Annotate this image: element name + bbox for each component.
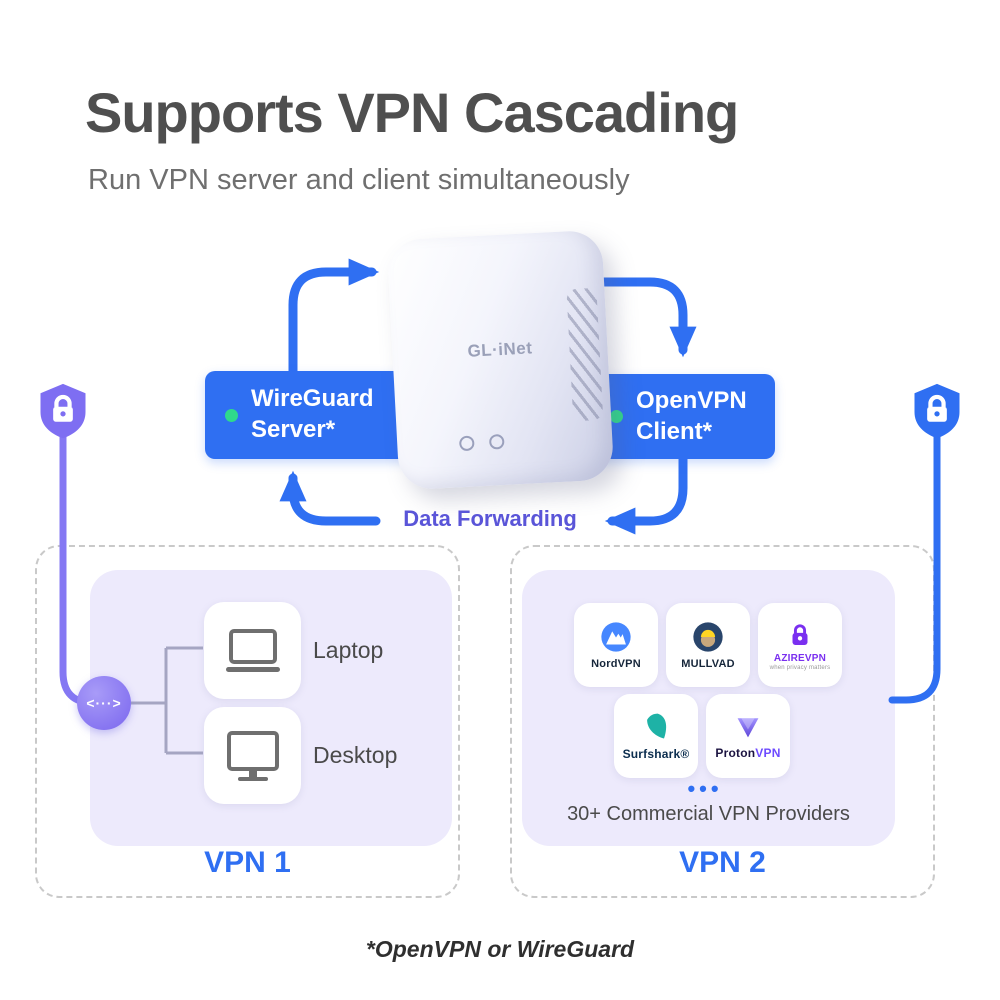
lan-hub-icon: <···>	[77, 676, 131, 730]
nordvpn-logo-icon	[601, 622, 631, 652]
provider-tile-protonvpn: ProtonVPN	[706, 694, 790, 778]
laptop-icon	[225, 629, 280, 672]
provider-name: ProtonVPN	[715, 746, 781, 760]
desktop-label: Desktop	[313, 742, 398, 768]
laptop-label: Laptop	[313, 637, 384, 663]
footnote: *OpenVPN or WireGuard	[365, 936, 635, 962]
shield-lock-purple-icon	[40, 383, 86, 439]
wireguard-server-banner: WireGuard Server*	[205, 371, 422, 459]
desktop-tile	[204, 707, 301, 804]
arrow-forwarding-to-server	[279, 470, 381, 526]
arrow-client-to-forwarding	[604, 454, 688, 535]
azirevpn-logo-icon	[792, 623, 808, 645]
desktop-icon	[226, 730, 279, 781]
wireguard-server-label: WireGuard Server*	[251, 385, 374, 443]
page-subtitle: Run VPN server and client simultaneously	[88, 164, 630, 196]
wire-shield-to-vpn1	[59, 430, 106, 707]
provider-tagline: when privacy matters	[769, 664, 831, 671]
openvpn-client-banner: OpenVPN Client*	[586, 374, 775, 459]
provider-tile-nordvpn: NordVPN	[574, 603, 658, 687]
lan-hub-glyph: <···>	[86, 695, 122, 711]
wire-shield-to-vpn2	[888, 430, 941, 704]
surfshark-logo-icon	[647, 713, 667, 739]
status-dot-icon	[610, 410, 623, 423]
more-providers-dots: •••	[687, 776, 723, 801]
provider-tile-mullvad: MULLVAD	[666, 603, 750, 687]
laptop-tile	[204, 602, 301, 699]
arrow-device-to-client	[592, 277, 697, 358]
status-dot-icon	[225, 408, 238, 422]
page-title: Supports VPN Cascading	[85, 81, 739, 144]
openvpn-client-label: OpenVPN Client*	[636, 386, 747, 445]
device-leds	[458, 433, 505, 452]
provider-name: Surfshark®	[622, 747, 690, 761]
vpn2-title: VPN 2	[679, 846, 766, 879]
vpn2-panel: NordVPN MULLVAD AZIREVPN when privacy ma…	[510, 545, 935, 898]
shield-lock-blue-icon	[914, 383, 960, 439]
wire-hub-to-devices	[131, 646, 203, 755]
provider-name: MULLVAD	[681, 658, 735, 670]
provider-tile-azirevpn: AZIREVPN when privacy matters	[758, 603, 842, 687]
router-device: GL·iNet	[386, 229, 615, 491]
data-forwarding-label: Data Forwarding	[403, 506, 577, 531]
mullvad-logo-icon	[693, 622, 723, 652]
protonvpn-logo-icon	[737, 718, 759, 738]
providers-caption: 30+ Commercial VPN Providers	[567, 803, 850, 825]
provider-name: AZIREVPN	[773, 652, 827, 664]
arrow-server-to-device	[288, 258, 380, 385]
provider-tile-surfshark: Surfshark®	[614, 694, 698, 778]
vpn1-panel: Laptop Desktop VPN 1	[35, 545, 460, 898]
provider-name: NordVPN	[591, 658, 641, 670]
vpn1-title: VPN 1	[204, 846, 291, 879]
